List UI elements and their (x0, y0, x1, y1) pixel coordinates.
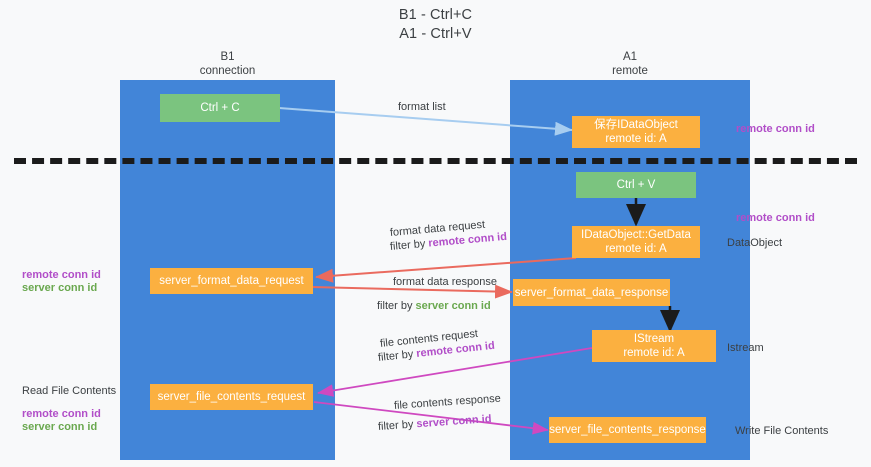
node-server-format-data-request-label: server_format_data_request (159, 275, 304, 287)
annotation-right-dataobject: DataObject (727, 237, 783, 249)
node-save-idataobject-line-1: 保存IDataObject (594, 119, 678, 131)
node-istream-line-2: remote id: A (623, 347, 685, 359)
node-save-idataobject-line-2: remote id: A (605, 133, 667, 145)
node-ctrl-v-label: Ctrl + V (616, 179, 656, 191)
lane-header-a1: A1 remote (510, 50, 750, 78)
filter-prefix-4: filter by (377, 418, 417, 433)
node-idataobject-getdata-line-2: remote id: A (605, 243, 667, 255)
edge-label-file-contents-response: file contents response (393, 392, 502, 412)
node-server-format-data-response-label: server_format_data_response (514, 286, 669, 299)
page-title-line-1: B1 - Ctrl+C (398, 7, 473, 23)
annotation-right-istream: Istream (727, 342, 764, 354)
node-server-file-contents-request[interactable]: server_file_contents_request (150, 384, 313, 410)
annotation-left-remote-conn-id-bottom: remote conn id (22, 408, 101, 420)
node-save-idataobject[interactable]: 保存IDataObject remote id: A (572, 116, 700, 148)
filter-prefix-2: filter by (377, 300, 416, 312)
annotation-left-server-conn-id-mid: server conn id (22, 282, 98, 294)
node-istream[interactable]: IStream remote id: A (592, 330, 716, 362)
filter-prefix-1: filter by (389, 237, 429, 253)
edge-label-format-list: format list (398, 101, 446, 113)
annotation-left-read-file-contents: Read File Contents (22, 385, 117, 397)
lane-header-b1-sub: connection (199, 65, 256, 77)
edge-label-format-data-response: format data response (393, 276, 497, 288)
phase-divider (14, 158, 857, 164)
node-istream-line-1: IStream (633, 333, 675, 345)
node-server-file-contents-response[interactable]: server_file_contents_response (549, 417, 706, 443)
node-server-file-contents-request-label: server_file_contents_request (157, 391, 306, 403)
node-ctrl-c-label: Ctrl + C (200, 102, 240, 114)
filter-key-server-conn-id-2: server conn id (416, 413, 492, 431)
node-server-file-contents-response-label: server_file_contents_response (549, 424, 706, 436)
lane-header-a1-name: A1 (622, 51, 638, 63)
node-server-format-data-request[interactable]: server_format_data_request (150, 268, 313, 294)
annotation-right-remote-conn-id-top: remote conn id (736, 123, 815, 135)
annotation-right-remote-conn-id-mid: remote conn id (736, 212, 815, 224)
lane-header-b1: B1 connection (120, 50, 335, 78)
page-title-line-2: A1 - Ctrl+V (399, 26, 472, 42)
node-ctrl-v[interactable]: Ctrl + V (576, 172, 696, 198)
edge-label-file-contents-response-filter: filter by server conn id (378, 412, 492, 434)
lane-header-a1-sub: remote (612, 65, 648, 77)
node-ctrl-c[interactable]: Ctrl + C (160, 94, 280, 122)
filter-key-server-conn-id-1: server conn id (415, 300, 491, 312)
annotation-right-write-file-contents: Write File Contents (735, 425, 829, 437)
edge-label-format-data-response-filter: filter by server conn id (377, 299, 491, 313)
node-idataobject-getdata-line-1: IDataObject::GetData (581, 229, 691, 241)
filter-prefix-3: filter by (377, 348, 417, 364)
annotation-left-remote-conn-id-mid: remote conn id (22, 269, 101, 281)
node-server-format-data-response[interactable]: server_format_data_response (513, 279, 670, 306)
lane-header-b1-name: B1 (220, 51, 235, 63)
annotation-left-server-conn-id-bottom: server conn id (22, 421, 98, 433)
node-idataobject-getdata[interactable]: IDataObject::GetData remote id: A (572, 226, 700, 258)
page-title: B1 - Ctrl+C A1 - Ctrl+V (0, 6, 871, 44)
